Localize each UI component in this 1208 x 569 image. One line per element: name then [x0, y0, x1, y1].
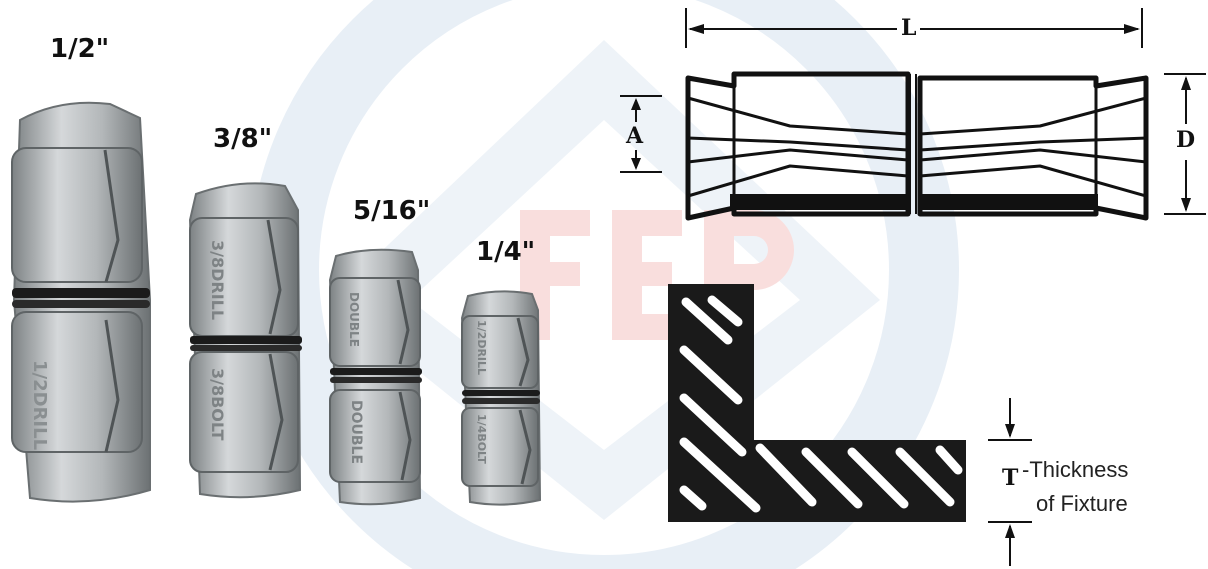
anchor-half-inch: 1/2DRILL	[11, 101, 151, 503]
anchor-half-inch-drill-text: 1/2DRILL	[29, 360, 50, 450]
groove-dimension-line	[620, 95, 662, 173]
size-label-three-eighths: 3/8"	[213, 124, 273, 154]
fixture-caption-line2: of Fixture	[1036, 491, 1128, 516]
anchor-quarter-inch-drill-text: 1/2DRILL	[475, 320, 488, 375]
fixture-caption-line1: -Thickness	[1022, 457, 1129, 482]
thickness-dimension-line	[988, 398, 1032, 566]
dimension-label-thickness: T	[1002, 465, 1019, 491]
anchor-outline	[685, 71, 1149, 221]
anchor-five-sixteenths-drill-text: DOUBLE	[347, 292, 361, 347]
diameter-dimension-line	[1164, 73, 1206, 215]
anchor-three-eighths-bolt-text: 3/8BOLT	[208, 368, 227, 440]
fixture-cross-section	[668, 284, 966, 522]
size-label-quarter-inch: 1/4"	[476, 237, 536, 267]
size-label-half-inch: 1/2"	[50, 34, 110, 64]
dimension-label-diameter: D	[1172, 128, 1200, 152]
size-label-five-sixteenths: 5/16"	[353, 196, 431, 226]
anchor-three-eighths-drill-text: 3/8DRILL	[208, 240, 227, 320]
anchor-five-sixteenths-bolt-text: DOUBLE	[348, 400, 364, 464]
anchor-quarter-inch: 1/2DRILL 1/4BOLT	[460, 290, 542, 506]
anchor-three-eighths: 3/8DRILL 3/8BOLT	[188, 182, 302, 499]
anchor-five-sixteenths: DOUBLE DOUBLE	[328, 248, 422, 506]
dimension-label-groove: A	[626, 123, 644, 149]
dimension-label-length: L	[897, 16, 921, 40]
anchor-quarter-inch-bolt-text: 1/4BOLT	[475, 414, 488, 464]
